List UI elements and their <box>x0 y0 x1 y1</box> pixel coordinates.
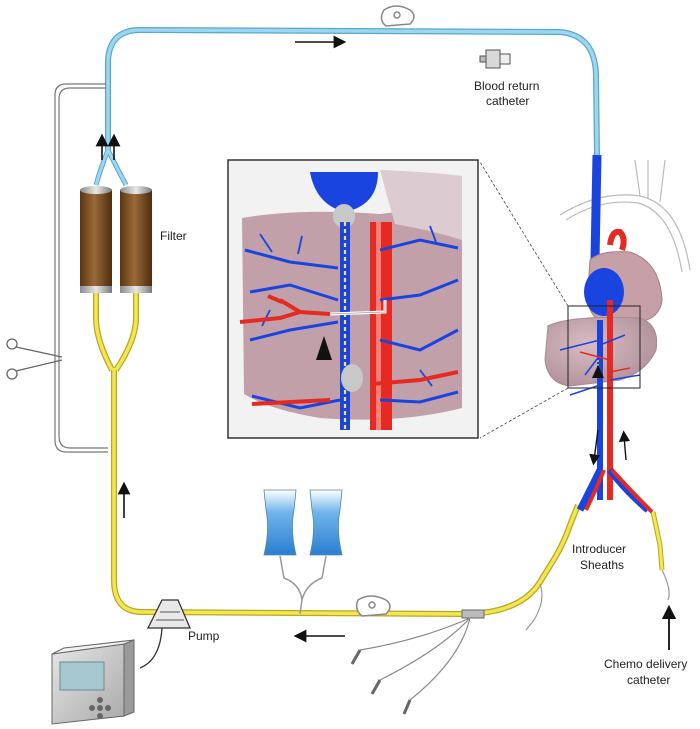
return-tubing <box>93 26 600 187</box>
iv-bag-icon <box>263 489 343 615</box>
bypass-loop <box>54 83 108 453</box>
filter-label: Filter <box>160 229 187 243</box>
pump-label: Pump <box>188 629 220 643</box>
arrow-icon <box>589 429 601 466</box>
introducer-label-2: Sheaths <box>580 558 624 572</box>
zoom-region-box <box>567 305 641 389</box>
inset-panel <box>227 159 479 439</box>
pump-icon <box>146 599 191 629</box>
chemo-label-2: catheter <box>627 673 670 687</box>
chemo-label-1: Chemo delivery <box>604 657 687 671</box>
arrow-icon <box>618 430 631 461</box>
iliac-sheaths <box>576 467 654 514</box>
clamp-icon <box>355 595 391 617</box>
monitor-icon <box>51 639 135 725</box>
heart-and-vessels <box>584 154 663 323</box>
blood-return-label-1: Blood return <box>474 79 539 93</box>
blood-return-connector <box>479 49 511 69</box>
blood-return-label-2: catheter <box>486 94 529 108</box>
introducer-label-1: Introducer <box>572 542 626 556</box>
drain-tubing <box>93 293 665 618</box>
catheter-hub <box>350 569 670 715</box>
filter-cartridges <box>80 186 152 293</box>
aortic-arch-outline <box>559 159 691 273</box>
scissors-icon <box>6 338 63 380</box>
zoom-lines <box>479 161 569 439</box>
pump-cable <box>139 627 163 669</box>
clamp-icon <box>380 5 415 27</box>
